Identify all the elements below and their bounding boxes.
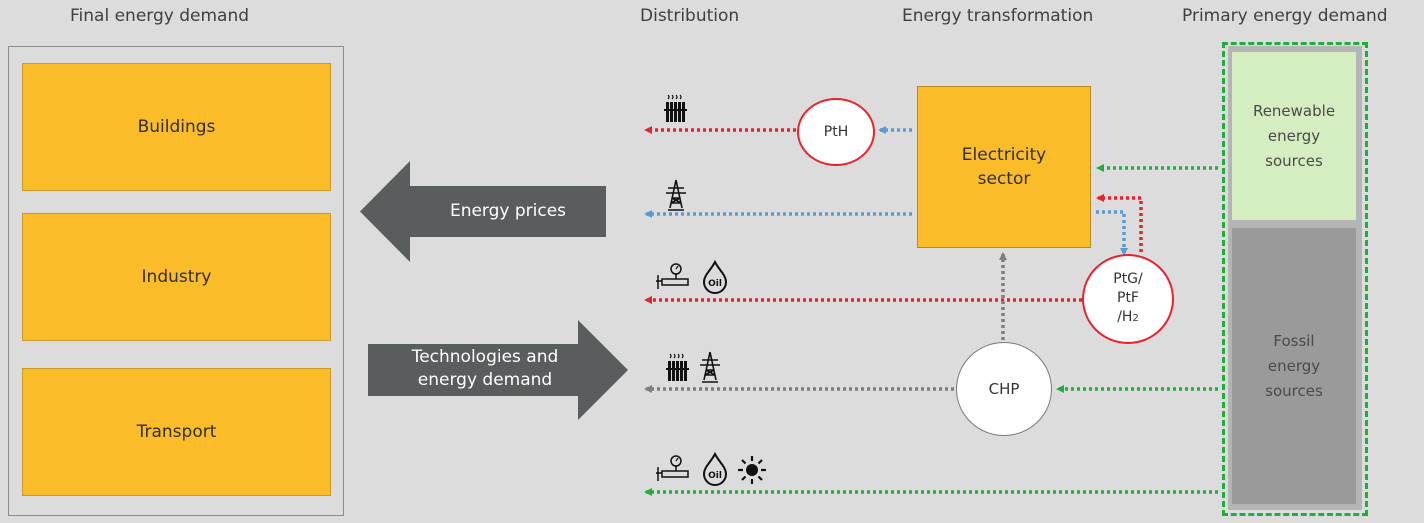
radiator-icon (664, 94, 687, 122)
electricity-sector-box: Electricity sector (917, 86, 1091, 248)
technologies-label-line1: Technologies and (411, 347, 559, 367)
technologies-label-line2: energy demand (417, 370, 553, 390)
pth-node: PtH (797, 98, 875, 166)
fossil-label-line2: energy (1267, 356, 1321, 375)
technologies-arrow (368, 320, 628, 420)
pylon-icon (700, 351, 720, 383)
heading-distribution: Distribution (640, 6, 740, 26)
ptg-label-line1: PtG/ (1113, 271, 1143, 287)
sector-industry-label: Industry (141, 267, 212, 287)
ptg-label-line3: /H2 (1113, 308, 1143, 328)
renewable-energy-sources: Renewable energy sources (1232, 52, 1356, 220)
pylon-icon (666, 179, 686, 211)
electricity-label-line2: sector (977, 169, 1031, 189)
energy-prices-label: Energy prices (449, 201, 567, 221)
gas-meter-icon (656, 455, 689, 481)
sun-icon (738, 456, 766, 484)
pth-label: PtH (823, 123, 849, 140)
oil-drop-icon (702, 259, 728, 294)
oil-drop-label: Oil (708, 279, 722, 289)
gas-meter-icon (656, 263, 689, 289)
sector-transport-label: Transport (136, 422, 217, 442)
chp-node: CHP (956, 342, 1052, 436)
technologies-label: Technologies and energy demand (372, 346, 598, 392)
flow-electricity-to-ptg (1096, 210, 1128, 256)
renewable-label-line3: sources (1265, 151, 1323, 170)
electricity-label-line1: Electricity (961, 145, 1047, 165)
sector-buildings-label: Buildings (137, 117, 216, 137)
heading-energy-transformation: Energy transformation (902, 6, 1094, 26)
primary-demand-dashed-frame (1222, 42, 1368, 516)
renewable-label-line1: Renewable (1252, 101, 1336, 120)
heading-primary-energy-demand: Primary energy demand (1182, 6, 1388, 26)
radiator-icon (666, 353, 689, 381)
fossil-label-line1: Fossil (1273, 331, 1315, 350)
ptg-label-h: /H (1117, 309, 1133, 325)
fossil-label-line3: sources (1265, 381, 1323, 400)
fossil-energy-sources: Fossil energy sources (1232, 228, 1356, 504)
final-demand-frame (8, 46, 344, 516)
sector-industry: Industry (22, 213, 331, 341)
ptg-label-line2: PtF (1117, 290, 1139, 306)
renewable-label-line2: energy (1267, 126, 1321, 145)
sector-transport: Transport (22, 368, 331, 496)
flow-ptg-to-electricity (1096, 194, 1143, 252)
ptg-label-subscript: 2 (1132, 313, 1139, 324)
heading-final-energy-demand: Final energy demand (70, 6, 250, 26)
oil-drop-label: Oil (708, 471, 722, 481)
oil-drop-icon (702, 451, 728, 486)
chp-label: CHP (988, 379, 1020, 398)
energy-prices-arrow (360, 161, 606, 262)
ptg-ptf-h2-node: PtG/ PtF /H2 (1082, 254, 1174, 344)
sector-buildings: Buildings (22, 63, 331, 191)
